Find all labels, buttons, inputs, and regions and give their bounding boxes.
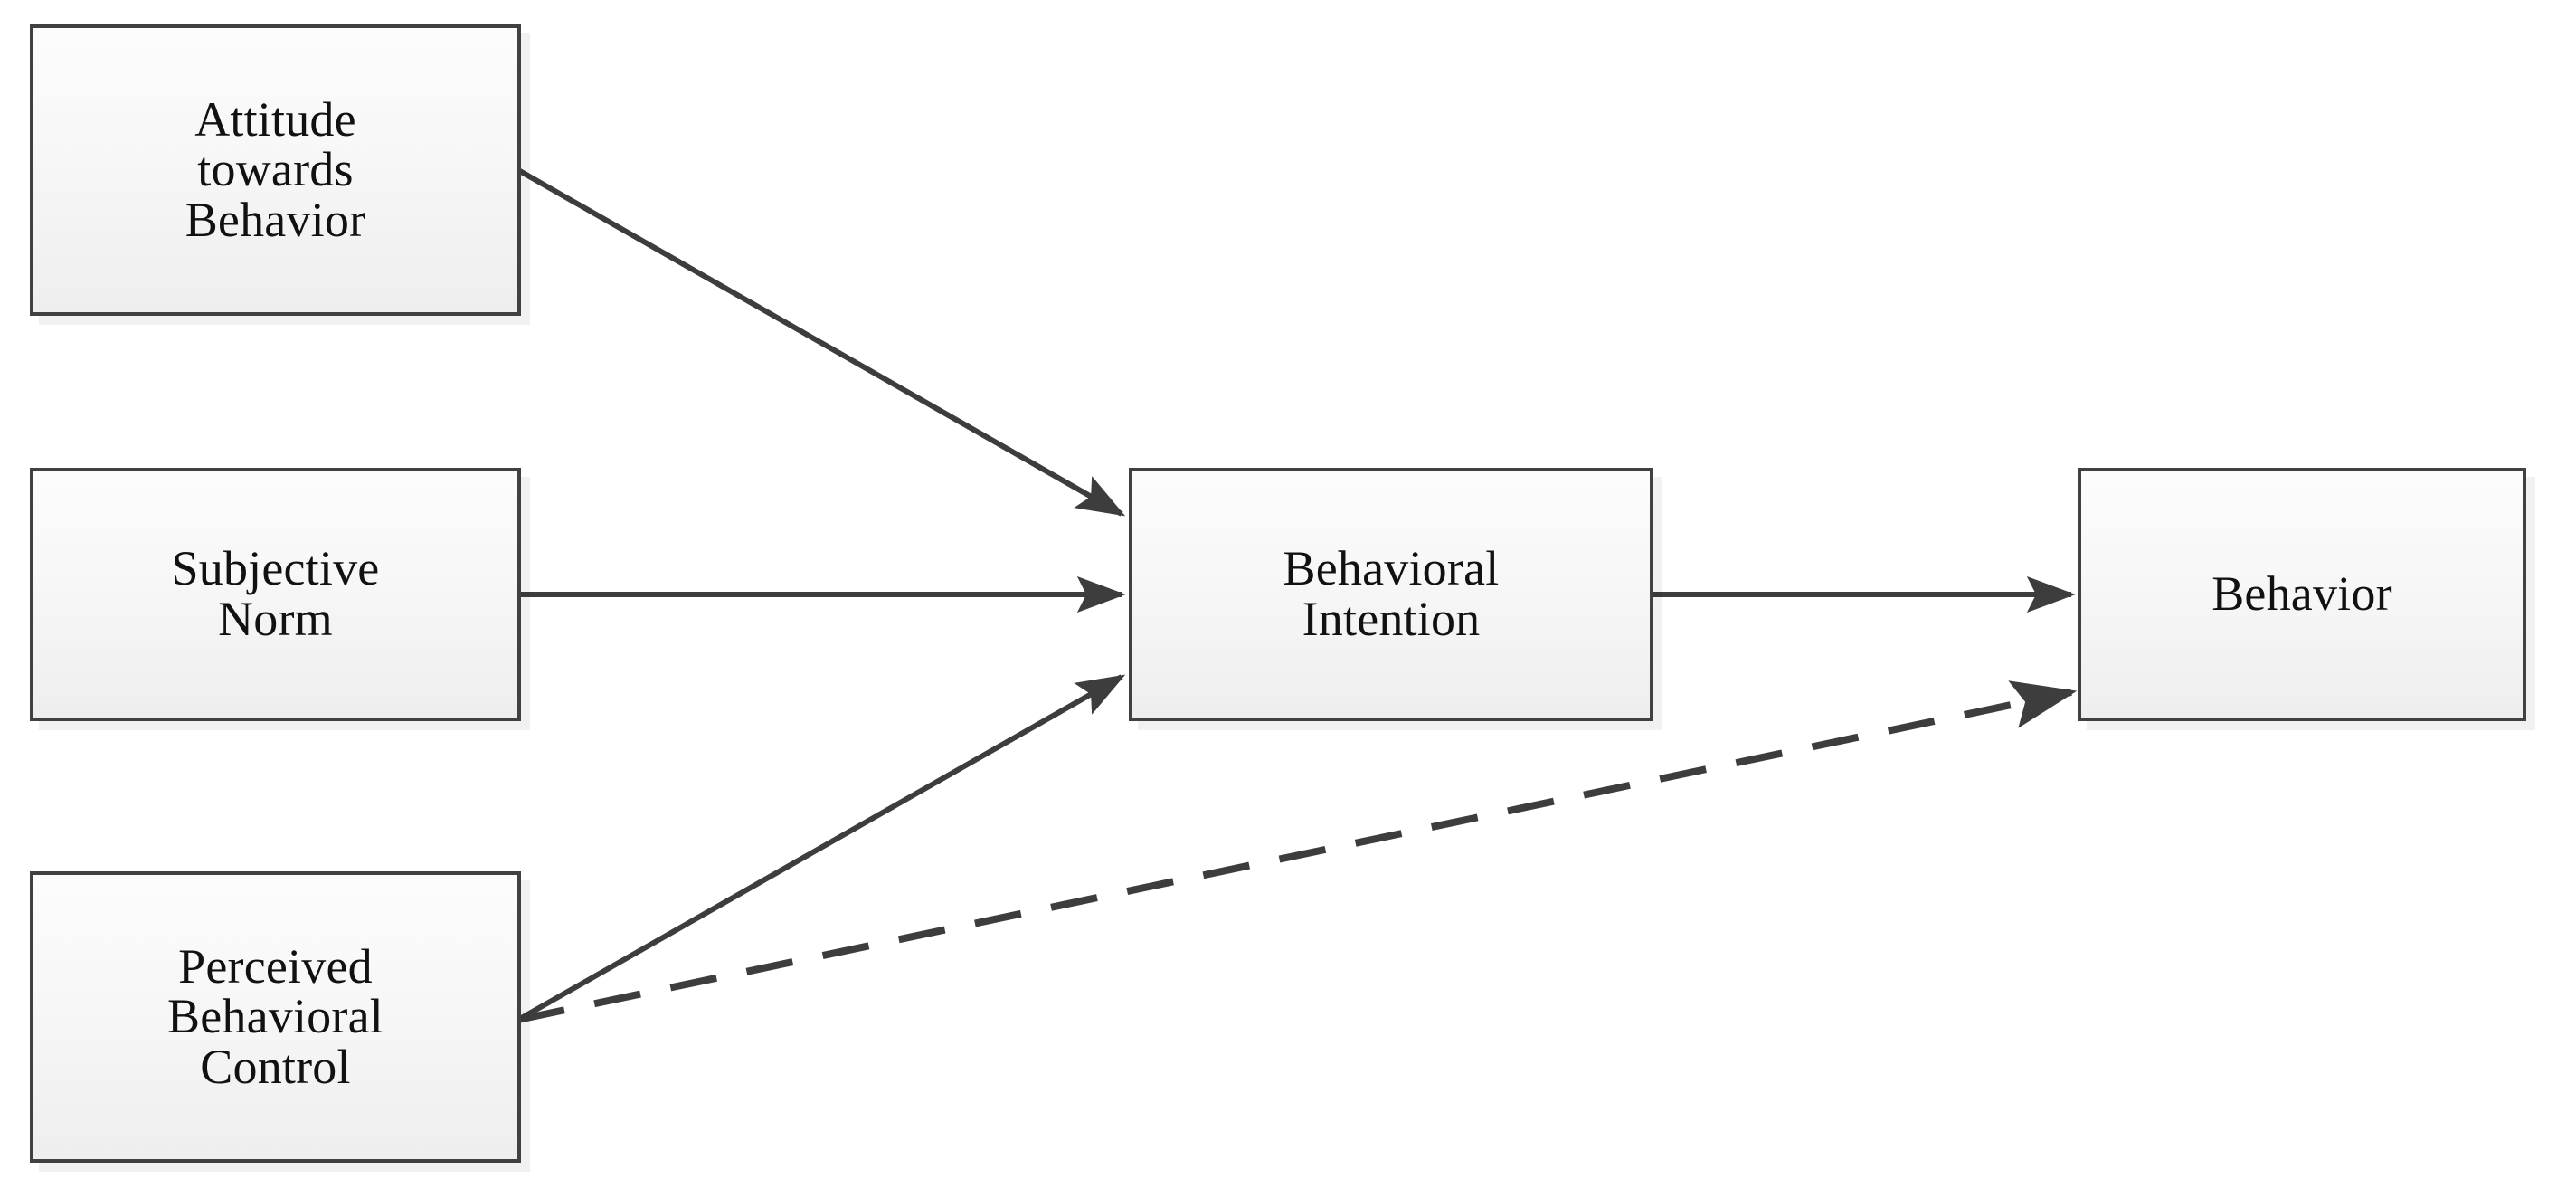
node-subjective-norm[interactable]: Subjective Norm [30,468,521,721]
node-label-behavioral-intention: Behavioral Intention [1283,541,1500,646]
node-attitude-towards-behavior[interactable]: Attitude towards Behavior [30,24,521,316]
node-behavior[interactable]: Behavior [2078,468,2526,721]
node-label-behavior: Behavior [2211,566,2392,622]
node-label-attitude: Attitude towards Behavior [185,91,366,247]
edge-perceived-control-to-behavior [517,680,2078,1023]
node-behavioral-intention[interactable]: Behavioral Intention [1129,468,1653,721]
node-label-subjective-norm: Subjective Norm [171,541,380,646]
edge-perceived-control-to-intention [516,674,1126,1022]
node-perceived-behavioral-control[interactable]: Perceived Behavioral Control [30,871,521,1163]
node-label-perceived-behavioral-control: Perceived Behavioral Control [167,938,384,1094]
edge-attitude-to-intention [516,167,1126,517]
